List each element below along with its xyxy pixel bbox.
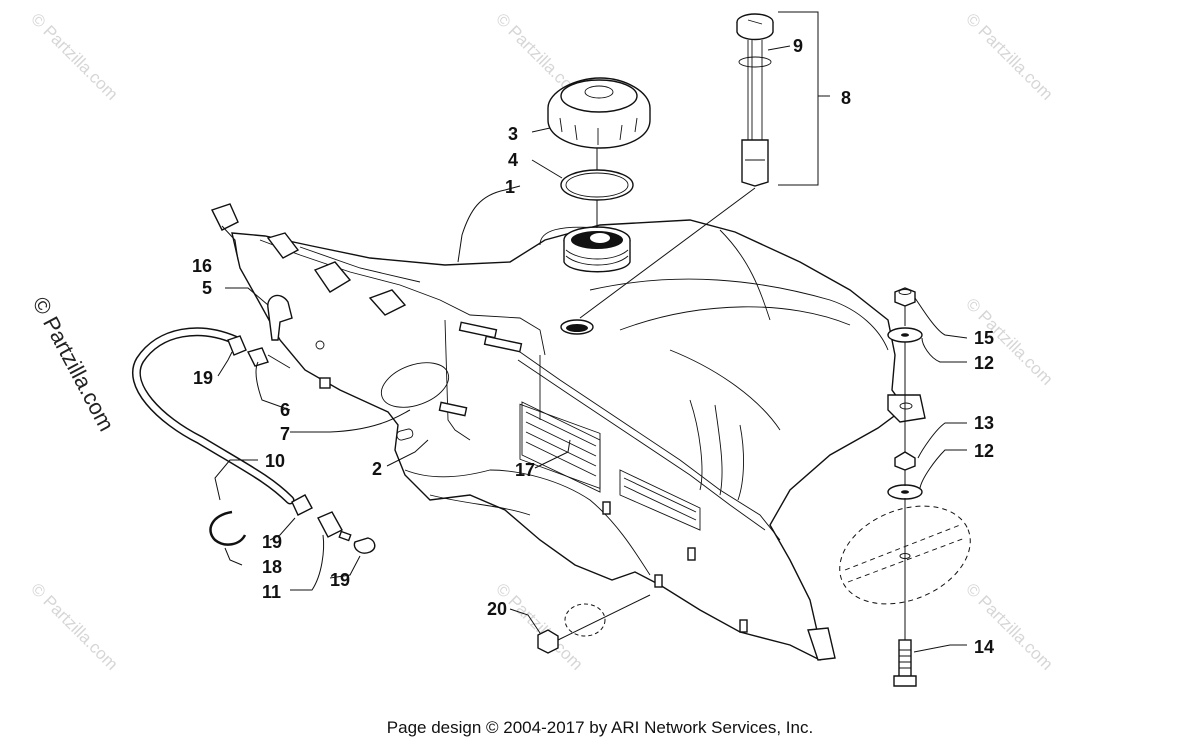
fuel-valve (317, 511, 352, 542)
callout-14: 14 (974, 637, 994, 657)
washer (887, 484, 923, 500)
callout-13: 13 (974, 413, 994, 433)
mount-stud (739, 619, 748, 633)
callout-19: 19 (193, 368, 213, 388)
threaded-stud (319, 321, 523, 417)
callout-12: 12 (974, 353, 994, 373)
callout-11: 11 (262, 582, 281, 602)
nut (894, 451, 916, 471)
fuel-tank (231, 219, 926, 661)
callout-17: 17 (515, 460, 535, 480)
callout-19: 19 (330, 570, 350, 590)
callout-18: 18 (262, 557, 282, 577)
bolt (893, 639, 917, 687)
warning-decal (521, 401, 701, 531)
watermark-side: © Partzilla.com (28, 293, 120, 436)
callout-15: 15 (974, 328, 994, 348)
callout-4: 4 (508, 150, 518, 170)
callout-8: 8 (841, 88, 851, 108)
callout-10: 10 (265, 451, 285, 471)
callout-7: 7 (280, 424, 290, 444)
hose-clip (291, 494, 313, 516)
hose-clamp (209, 510, 247, 546)
hose-clip (227, 335, 247, 356)
mount-stud (602, 501, 611, 515)
callout-9: 9 (793, 36, 803, 56)
watermark-tile: © Partzilla.com (27, 9, 121, 103)
nut (537, 629, 559, 654)
callout-20: 20 (487, 599, 507, 619)
o-ring (560, 169, 634, 201)
clip (211, 203, 239, 231)
callout-16: 16 (192, 256, 212, 276)
mount-stud (654, 574, 663, 588)
strap (267, 294, 293, 341)
grommet (564, 603, 606, 637)
callout-2: 2 (372, 459, 382, 479)
page-footer: Page design © 2004-2017 by ARI Network S… (386, 718, 814, 737)
callout-5: 5 (202, 278, 212, 298)
hose-clip (353, 537, 376, 554)
callout-3: 3 (508, 124, 518, 144)
fuel-cap (547, 77, 651, 149)
washer (887, 327, 923, 343)
watermark-tile: © Partzilla.com (27, 579, 121, 673)
callout-1: 1 (505, 177, 515, 197)
breather-hose (131, 327, 295, 505)
callout-labels: 1 2 3 4 5 6 7 8 9 10 11 12 12 13 14 15 1… (192, 36, 994, 657)
fuel-gauge-sender (736, 13, 774, 187)
callout-19: 19 (262, 532, 282, 552)
vent-fitting (246, 347, 291, 369)
callout-12: 12 (974, 441, 994, 461)
watermark-tile: © Partzilla.com (962, 9, 1056, 103)
watermark-tile: © Partzilla.com (492, 579, 586, 673)
watermark-tile: © Partzilla.com (962, 579, 1056, 673)
leader-lines (214, 127, 968, 653)
mount-stud (687, 547, 696, 561)
flange-nut (894, 287, 916, 307)
callout-6: 6 (280, 400, 290, 420)
